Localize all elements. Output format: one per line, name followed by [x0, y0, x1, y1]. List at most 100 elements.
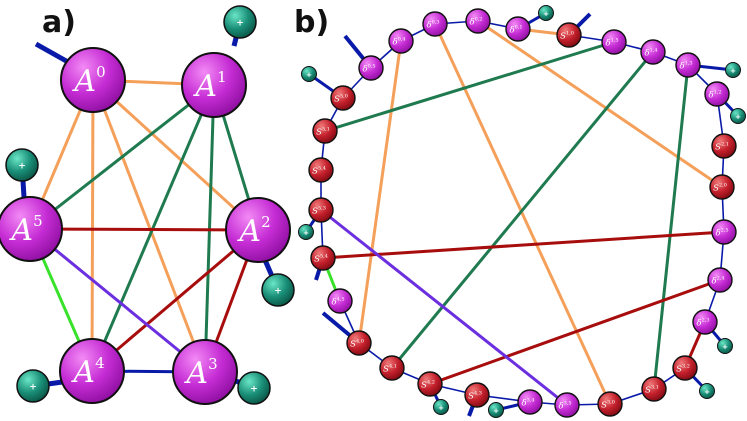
chord-S53-d35 [320, 208, 568, 407]
node-label-d02: δ0,2 [469, 17, 482, 28]
edge-A0-A4 [90, 79, 95, 372]
node-label-d25: δ2,5 [715, 228, 728, 239]
node-d02 [465, 8, 491, 34]
edge-A4-A2 [91, 228, 259, 373]
tail-A0 [34, 41, 70, 65]
node-S50 [330, 85, 356, 111]
node-label-A1: A1 [192, 68, 226, 104]
node-label-S5x: S5,4 [312, 166, 326, 177]
node-d25 [711, 219, 737, 245]
node-label-d24: δ2,4 [711, 276, 724, 287]
node-label-S10: S1,0 [560, 31, 574, 42]
ancilla-node-A2 [261, 273, 295, 307]
plus-label: + [18, 162, 26, 172]
node-S42 [417, 371, 443, 397]
node-d23 [692, 309, 718, 335]
node-d24 [707, 267, 733, 293]
chord-S41-d14 [390, 51, 655, 369]
plus-label: + [303, 229, 309, 237]
node-d34 [517, 389, 543, 415]
node-label-d15: δ1,5 [605, 38, 618, 49]
ancilla-node-S32 [699, 383, 715, 399]
node-A0 [60, 47, 126, 113]
ancilla-node-S53 [298, 224, 314, 240]
node-d13 [675, 52, 701, 78]
edge-A5-A3 [29, 227, 206, 374]
node-A2 [225, 197, 291, 263]
chord-d02-S20 [477, 19, 723, 189]
node-d14 [640, 39, 666, 65]
ancilla-node-A3 [237, 371, 271, 405]
node-S40 [346, 330, 372, 356]
ancilla-node-A4 [16, 369, 50, 403]
node-label-d23: δ2,3 [696, 318, 709, 329]
plus-label: + [274, 287, 282, 297]
node-label-d12: δ1,2 [708, 90, 721, 101]
node-S51 [312, 118, 338, 144]
node-label-d14: δ1,4 [644, 48, 657, 59]
node-d15 [601, 29, 627, 55]
node-label-d35: δ3,5 [558, 401, 571, 412]
ancilla-node-A5 [5, 148, 39, 182]
chord-d04-S40 [357, 40, 403, 344]
edge-A5-A2 [29, 227, 259, 232]
node-S32 [672, 355, 698, 381]
ancilla-node-d12 [730, 108, 746, 124]
ancilla-node-d13 [725, 62, 741, 78]
ancilla-node-d34 [488, 402, 504, 418]
node-d05 [358, 55, 384, 81]
chord-d03-S30 [433, 23, 612, 405]
node-A5 [0, 196, 63, 262]
node-S5x [308, 157, 334, 183]
node-d03 [422, 11, 448, 37]
node-A1 [181, 52, 247, 118]
plus-label: + [236, 19, 244, 29]
node-S43 [464, 382, 490, 408]
plus-label: + [29, 383, 37, 393]
node-S20 [709, 174, 735, 200]
plus-label: + [735, 113, 741, 121]
node-label-S21: S2,1 [715, 142, 729, 153]
ancilla-node-S42 [433, 399, 449, 415]
node-label-S43: S4,3 [468, 391, 482, 402]
node-A3 [172, 339, 238, 405]
node-label-A0: A0 [71, 63, 105, 99]
ancilla-node-d23 [717, 338, 733, 354]
node-d01 [505, 16, 531, 42]
ancilla-node-d01 [538, 5, 554, 21]
node-S31 [641, 376, 667, 402]
plus-label: + [730, 67, 736, 75]
node-d04 [388, 28, 414, 54]
node-label-d34: δ3,4 [521, 398, 534, 409]
node-label-A2: A2 [236, 213, 270, 249]
node-label-S20: S2,0 [713, 183, 727, 194]
node-label-d05: δ0,5 [362, 64, 375, 75]
node-S41 [379, 355, 405, 381]
node-label-S32: S3,2 [676, 364, 690, 375]
chord-S51-d15 [324, 40, 615, 133]
chord-S31-d13 [652, 64, 690, 390]
edge-A1-A5 [29, 83, 215, 231]
node-label-d04: δ0,4 [392, 37, 405, 48]
node-S53 [308, 197, 334, 223]
node-d35 [554, 392, 580, 418]
plus-label: + [722, 343, 728, 351]
node-label-S42: S4,2 [421, 380, 435, 391]
node-label-S50: S5,0 [334, 94, 348, 105]
ancilla-node-A1 [223, 5, 257, 39]
plus-label: + [704, 388, 710, 396]
node-label-S54: S5,4 [314, 254, 328, 265]
plus-label: + [250, 385, 258, 395]
node-d45 [327, 288, 353, 314]
ancilla-node-S50 [301, 66, 317, 82]
chord-S42-d24 [429, 278, 721, 386]
edge-A0-A3 [91, 79, 207, 373]
node-label-A5: A5 [8, 212, 42, 248]
node-label-S53: S5,3 [312, 206, 326, 217]
edge-A0-A2 [91, 78, 260, 232]
edge-A1-A4 [90, 84, 216, 372]
node-S30 [597, 391, 623, 417]
node-label-d45: δ4,5 [331, 297, 344, 308]
